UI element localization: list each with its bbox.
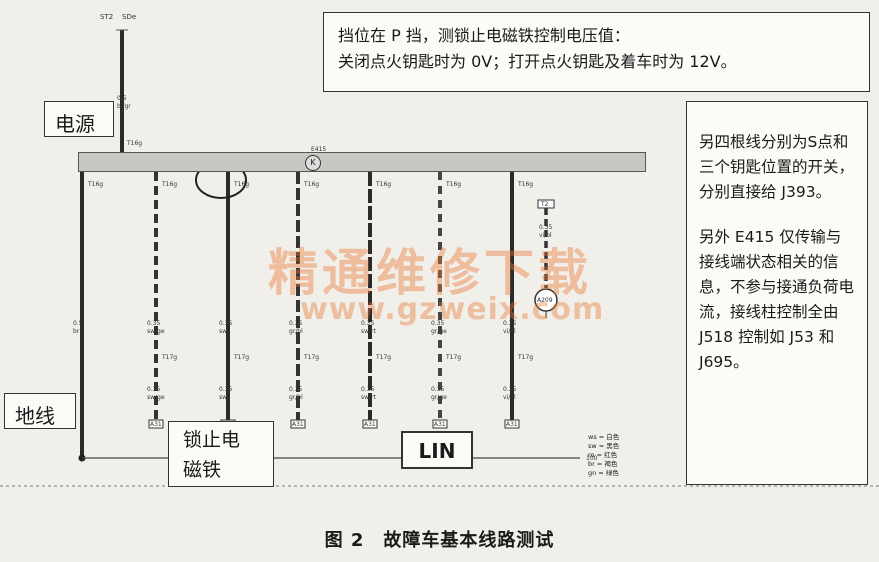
- wire-end: A31: [364, 421, 376, 428]
- wire-4: [290, 172, 306, 429]
- wire-color: gr/bl: [289, 328, 303, 335]
- right-note: 另四根线分别为S点和三个钥匙位置的开关，分别直接给 J393。 另外 E415 …: [686, 101, 868, 485]
- top-note-line2: 关闭点火钥匙时为 0V；打开点火钥匙及着车时为 12V。: [338, 52, 737, 71]
- feed-gauge: 0.5: [117, 95, 127, 102]
- wire-end: A31: [150, 421, 162, 428]
- top-note-line1: 挡位在 P 挡，测锁止电磁铁控制电压值：: [338, 26, 630, 45]
- wire-color: br: [73, 328, 80, 335]
- legend-code: ro =: [588, 451, 605, 459]
- ground-end: 100: [586, 455, 598, 462]
- legend-row: sw = 黑色: [588, 442, 648, 451]
- wire-gauge2: 0.35: [147, 386, 161, 393]
- wire-color: gr/ge: [431, 328, 447, 335]
- wire-7: [504, 172, 520, 429]
- wire-pin: T16g: [446, 181, 462, 188]
- wire-gauge: 0.35: [431, 320, 445, 327]
- legend-row: ro = 红色: [588, 451, 648, 460]
- legend-row: ws = 白色: [588, 433, 648, 442]
- wire-color: sw: [219, 328, 228, 335]
- legend-code: gn =: [588, 469, 606, 477]
- module-name: E415: [311, 146, 327, 153]
- side-branch-gauge: 0.35: [539, 224, 553, 231]
- legend-code: br =: [588, 460, 605, 468]
- wire-5: [362, 172, 378, 429]
- module-bus-bar: [78, 152, 646, 172]
- wire-color: sw/rt: [361, 328, 376, 335]
- wire-gauge2: 0.35: [361, 386, 375, 393]
- wire-pin: T16g: [518, 181, 534, 188]
- wire-pin2: T17g: [518, 354, 534, 361]
- wire-gauge: 0.35: [219, 320, 233, 327]
- wire-gauge: 0.35: [361, 320, 375, 327]
- legend-name: 黑色: [606, 442, 620, 450]
- wire-gauge: 0.5: [73, 320, 83, 327]
- legend-code: ws =: [588, 433, 607, 441]
- power-label: 电源: [44, 101, 114, 137]
- wire-color2: sw/rt: [361, 394, 376, 401]
- wire-gauge: 0.35: [503, 320, 517, 327]
- wire-pin: T16g: [304, 181, 320, 188]
- wire-gauge2: 0.35: [503, 386, 517, 393]
- wire-color2: gr/ge: [431, 394, 447, 401]
- feed-color: bl/gr: [117, 103, 131, 110]
- right-note-para1: 另四根线分别为S点和三个钥匙位置的开关，分别直接给 J393。: [699, 133, 855, 201]
- wire-gauge2: 0.35: [289, 386, 303, 393]
- lock-label-line1: 锁止电: [183, 429, 241, 451]
- lock-solenoid-label: 锁止电 磁铁: [168, 421, 274, 487]
- legend-row: br = 褐色: [588, 460, 648, 469]
- lin-label: LIN: [401, 431, 473, 469]
- connector-st2: ST2: [100, 13, 114, 21]
- legend-row: gn = 绿色: [588, 469, 648, 478]
- top-note: 挡位在 P 挡，测锁止电磁铁控制电压值： 关闭点火钥匙时为 0V；打开点火钥匙及…: [323, 12, 870, 92]
- wire-color2: gr/bl: [289, 394, 303, 401]
- wire-pin2: T17g: [376, 354, 392, 361]
- side-branch: [534, 199, 558, 318]
- ground-label: 地线: [4, 393, 76, 429]
- legend-name: 白色: [606, 433, 620, 441]
- side-branch-color: vi/bl: [539, 232, 552, 239]
- legend-code: sw =: [588, 442, 607, 450]
- wire-end: A31: [506, 421, 518, 428]
- wire-color2: sw: [219, 394, 228, 401]
- wire-pin2: T17g: [234, 354, 250, 361]
- side-branch-node: A209: [537, 297, 553, 304]
- wire-color: sw/ge: [147, 328, 165, 335]
- wire-pin2: T17g: [162, 354, 178, 361]
- wire-pin2: T17g: [446, 354, 462, 361]
- wire-gauge: 0.35: [147, 320, 161, 327]
- wire-pin: T16g: [88, 181, 104, 188]
- right-note-para2: 另外 E415 仅传输与接线端状态相关的信息，不参与接通负荷电流，接线柱控制全由…: [699, 228, 855, 371]
- wire-2: [148, 172, 164, 429]
- side-branch-top: T2: [541, 201, 549, 208]
- figure-caption: 图 2 故障车基本线路测试: [324, 530, 555, 551]
- wire-gauge2: 0.35: [431, 386, 445, 393]
- legend-name: 绿色: [605, 469, 619, 477]
- wire-color2: sw/ge: [147, 394, 165, 401]
- watermark-cn: 精通维修下载: [268, 244, 592, 302]
- wire-end: A31: [434, 421, 446, 428]
- wire-pin: T16g: [376, 181, 392, 188]
- legend-name: 红色: [604, 451, 618, 459]
- wire-color: vi/bl: [503, 328, 516, 335]
- lock-label-line2: 磁铁: [183, 459, 222, 481]
- feed-pin: T16g: [127, 140, 143, 147]
- wire-gauge2: 0.35: [219, 386, 233, 393]
- legend-name: 褐色: [604, 460, 618, 468]
- wire-pin2: T17g: [304, 354, 320, 361]
- wire-6: [432, 172, 448, 429]
- module-symbol: K: [305, 155, 321, 171]
- wire-pin: T16g: [162, 181, 178, 188]
- wire-gauge: 0.35: [289, 320, 303, 327]
- wire-end: A31: [292, 421, 304, 428]
- watermark-url: www.gzweix.com: [300, 292, 605, 327]
- wire-color2: vi/bl: [503, 394, 516, 401]
- connector-sde: SDe: [122, 13, 137, 21]
- wire-pin: T16g: [234, 181, 250, 188]
